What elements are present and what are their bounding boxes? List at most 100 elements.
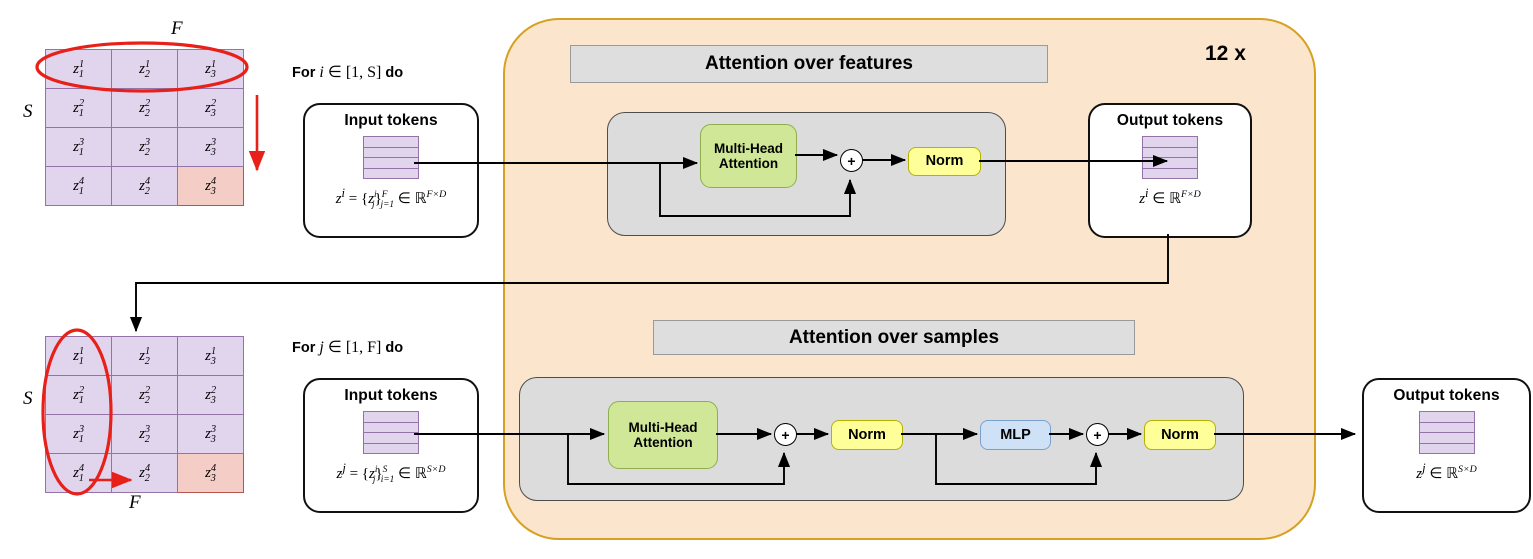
cell-var: z	[205, 425, 211, 442]
cell-superscript: 2	[78, 97, 85, 109]
for-range: ∈ [1, F]	[327, 339, 382, 356]
cell-superscript: 1	[78, 345, 85, 357]
cell-subscript: 1	[78, 107, 84, 119]
formula-sup: j	[1422, 461, 1426, 475]
cell-subscript: 1	[78, 472, 84, 484]
input-tokens-card-features: Input tokens zi = {zij}Fj=1 ∈ ℝF×D	[303, 103, 479, 238]
formula-var: z	[336, 466, 343, 482]
cell-superscript: 1	[78, 58, 85, 70]
cell-subscript: 3	[210, 472, 216, 484]
grid-cell: z41	[45, 166, 112, 206]
cell-subscript: 1	[78, 68, 84, 80]
cell-superscript: 3	[78, 136, 85, 148]
grid-cell: z13	[177, 49, 244, 89]
cell-subscript: 1	[78, 355, 84, 367]
cell-var: z	[139, 425, 145, 442]
grid-cell: z42	[111, 453, 178, 493]
cell-superscript: 3	[144, 423, 151, 435]
token-stack-icon	[363, 411, 419, 454]
cell-superscript: 2	[144, 384, 151, 396]
for-suffix: do	[385, 340, 404, 356]
cell-var: z	[205, 347, 211, 364]
grid-samples-side-label: S	[23, 388, 33, 409]
mha-label-line1: Multi-Head	[714, 140, 783, 156]
grid-cell: z13	[177, 336, 244, 376]
grid-cell: z21	[45, 375, 112, 415]
grid-cell: z22	[111, 375, 178, 415]
grid-cell: z11	[45, 336, 112, 376]
formula-set-sub: j	[371, 200, 375, 210]
output-tokens-formula-features: zi ∈ ℝF×D	[1139, 186, 1201, 207]
cell-subscript: 2	[144, 68, 150, 80]
cell-var: z	[139, 464, 145, 481]
cell-subscript: 3	[210, 107, 216, 119]
formula-var: z	[1416, 466, 1423, 482]
cell-subscript: 1	[78, 394, 84, 406]
residual-add-junction-features: +	[840, 149, 863, 172]
cell-superscript: 3	[210, 423, 217, 435]
cell-subscript: 3	[210, 146, 216, 158]
formula-space: S×D	[1458, 464, 1477, 475]
section-title-text: Attention over features	[705, 53, 913, 74]
cell-var: z	[205, 464, 211, 481]
grid-cell: z43	[177, 166, 244, 206]
grid-cell: z21	[45, 88, 112, 128]
cell-superscript: 3	[210, 136, 217, 148]
formula-set-sub: j	[372, 475, 376, 485]
grid-cell: z41	[45, 453, 112, 493]
norm-block-samples[interactable]: Norm	[831, 420, 903, 450]
grid-cell: z42	[111, 166, 178, 206]
section-title-text: Attention over samples	[788, 326, 1000, 348]
cell-subscript: 1	[78, 433, 84, 445]
cell-subscript: 1	[78, 146, 84, 158]
for-loop-label-samples: For j ∈ [1, F] do	[292, 337, 403, 357]
formula-set-var: z	[369, 466, 375, 482]
mlp-block[interactable]: MLP	[980, 420, 1051, 450]
formula-lower: i=1	[380, 475, 395, 485]
multi-head-attention-block-features[interactable]: Multi-Head Attention	[700, 124, 797, 188]
for-suffix: do	[385, 65, 404, 81]
cell-var: z	[205, 177, 211, 194]
cell-superscript: 4	[144, 175, 151, 187]
grid-cell: z12	[111, 49, 178, 89]
plus-glyph: +	[781, 426, 790, 443]
norm-label: Norm	[925, 153, 964, 170]
mha-label-line2: Attention	[633, 435, 693, 450]
token-stack-icon	[363, 136, 419, 179]
cell-subscript: 2	[144, 355, 150, 367]
token-stack-icon	[1142, 136, 1198, 179]
cell-var: z	[73, 138, 79, 155]
cell-subscript: 3	[210, 355, 216, 367]
cell-superscript: 3	[144, 136, 151, 148]
for-prefix: For	[292, 65, 316, 81]
token-stack-icon	[1418, 411, 1475, 454]
input-tokens-formula-samples: zj = {zij}Si=1 ∈ ℝS×D	[336, 461, 446, 485]
card-title: Input tokens	[344, 112, 438, 129]
grid-cell: z11	[45, 49, 112, 89]
cell-subscript: 2	[144, 394, 150, 406]
cell-superscript: 4	[78, 175, 85, 187]
norm-block-features[interactable]: Norm	[908, 147, 981, 176]
cell-subscript: 3	[210, 185, 216, 197]
formula-sup: i	[341, 186, 346, 200]
norm-block-mlp[interactable]: Norm	[1144, 420, 1216, 450]
multi-head-attention-block-samples[interactable]: Multi-Head Attention	[608, 401, 718, 469]
input-tokens-card-samples: Input tokens zj = {zij}Si=1 ∈ ℝS×D	[303, 378, 479, 513]
cell-subscript: 1	[78, 185, 84, 197]
for-prefix: For	[292, 340, 316, 356]
formula-sup: j	[342, 461, 346, 475]
formula-set-sup: i	[374, 190, 377, 200]
cell-subscript: 3	[210, 433, 216, 445]
grid-cell: z22	[111, 88, 178, 128]
cell-var: z	[205, 138, 211, 155]
grid-cell: z32	[111, 127, 178, 167]
cell-subscript: 2	[144, 146, 150, 158]
formula-sup: i	[1145, 186, 1149, 200]
cell-superscript: 4	[144, 462, 151, 474]
